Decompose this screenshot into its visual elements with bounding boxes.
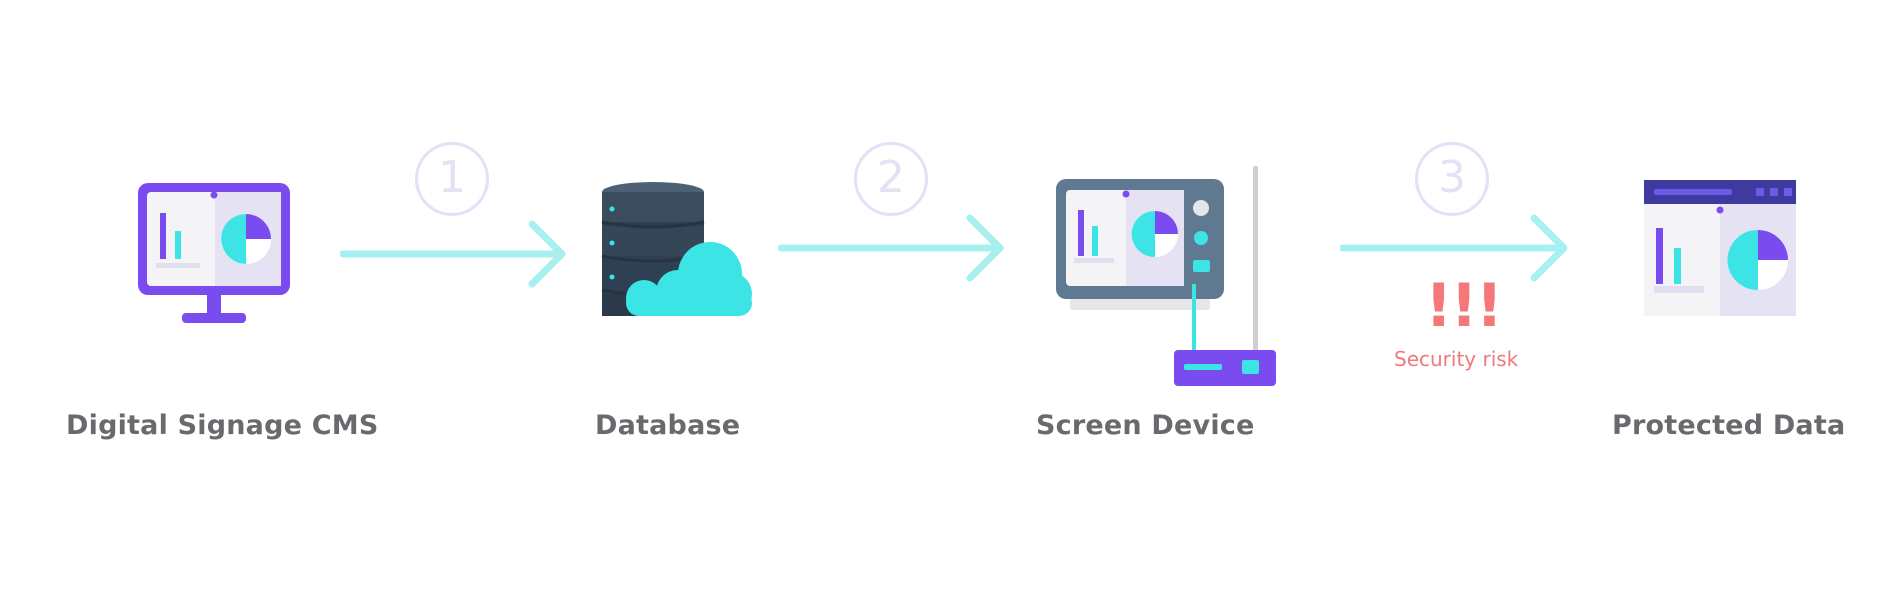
node-label-cms: Digital Signage CMS — [66, 410, 379, 441]
tv-router-icon — [1056, 166, 1276, 386]
protected-node — [1644, 180, 1796, 318]
warning-icon: !!! — [1425, 271, 1503, 341]
node-label-protected: Protected Data — [1612, 410, 1846, 441]
cms-node — [138, 183, 290, 325]
arrow-3 — [1340, 214, 1568, 282]
database-cloud-icon — [601, 182, 752, 316]
dashboard-window-icon — [1644, 180, 1796, 316]
monitor-chart-icon — [138, 183, 290, 323]
step-3-badge: 3 — [1415, 142, 1489, 216]
arrow-2 — [778, 214, 1004, 282]
step-2-badge: 2 — [854, 142, 928, 216]
security-risk-label: Security risk — [1394, 347, 1519, 371]
screen-node — [1056, 164, 1282, 388]
arrow-1 — [340, 220, 566, 288]
node-label-database: Database — [595, 410, 741, 441]
database-node — [598, 182, 754, 338]
step-1-badge: 1 — [415, 142, 489, 216]
node-label-screen: Screen Device — [1036, 410, 1255, 441]
